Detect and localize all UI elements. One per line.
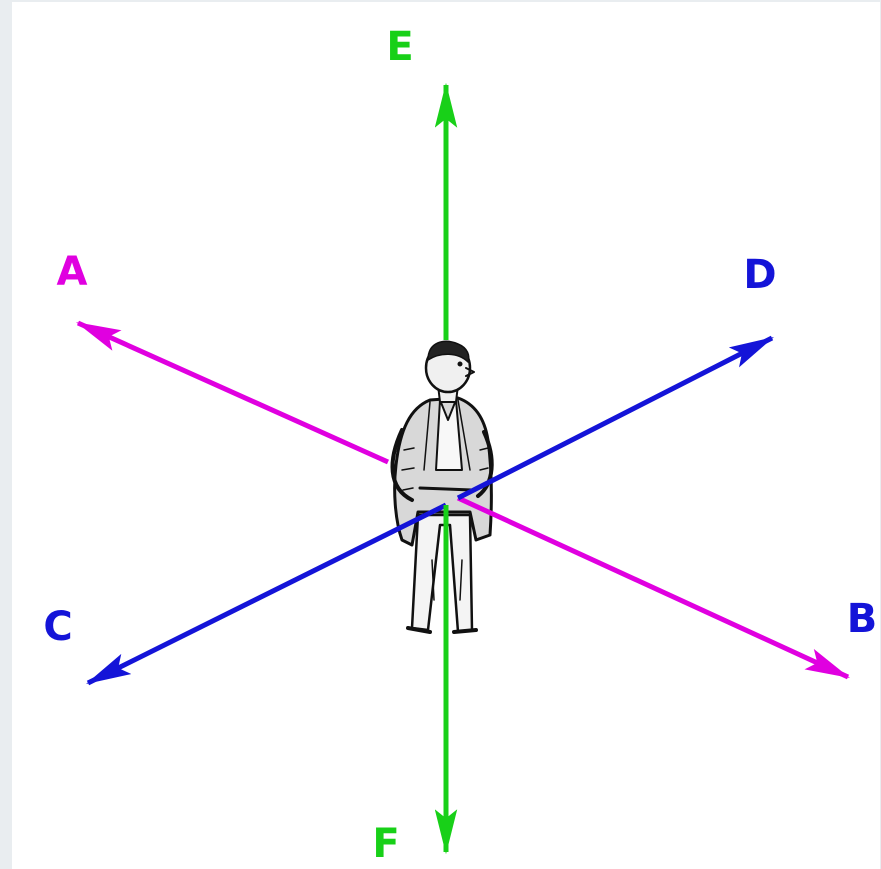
label-e: E xyxy=(386,24,413,70)
axis-c-arrow xyxy=(85,502,448,686)
axis-d-arrow xyxy=(456,335,775,501)
label-b: B xyxy=(847,596,878,642)
label-d: D xyxy=(743,252,776,298)
label-c: C xyxy=(43,604,72,650)
label-f: F xyxy=(372,821,399,867)
standing-boy-icon xyxy=(390,340,494,634)
axis-a-arrow xyxy=(75,320,390,465)
label-a: A xyxy=(57,249,88,295)
axis-b-arrow xyxy=(456,495,851,680)
